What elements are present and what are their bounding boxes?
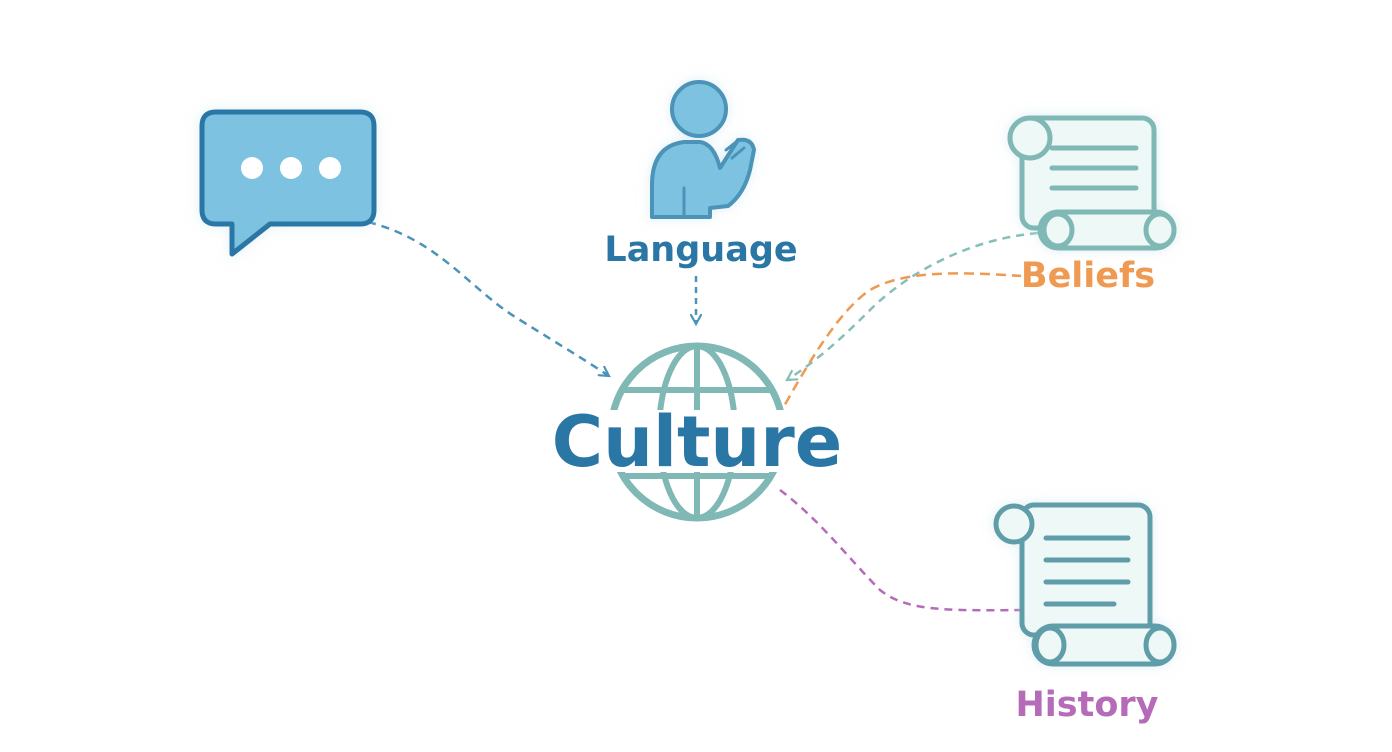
- beliefs-label: Beliefs: [1021, 256, 1155, 296]
- speech-dot-icon: [280, 157, 302, 179]
- connector-beliefs-to-culture: [781, 272, 1023, 409]
- culture-label: Culture: [552, 401, 843, 483]
- beliefs-scroll-icon: [1007, 115, 1177, 251]
- speech-bubble-icon: [199, 109, 377, 257]
- connectors: [367, 220, 1039, 612]
- speech-dot-icon: [241, 157, 263, 179]
- connector-beliefs-scroll-to-culture: [785, 231, 1039, 382]
- connector-speech-to-culture: [367, 220, 611, 378]
- person-praying-icon: [650, 80, 756, 219]
- language-label: Language: [604, 230, 797, 270]
- history-scroll-icon: [993, 502, 1177, 667]
- speech-dot-icon: [319, 157, 341, 179]
- history-label: History: [1016, 685, 1159, 725]
- globe-icon: [556, 342, 838, 522]
- connector-culture-to-history: [779, 489, 1023, 612]
